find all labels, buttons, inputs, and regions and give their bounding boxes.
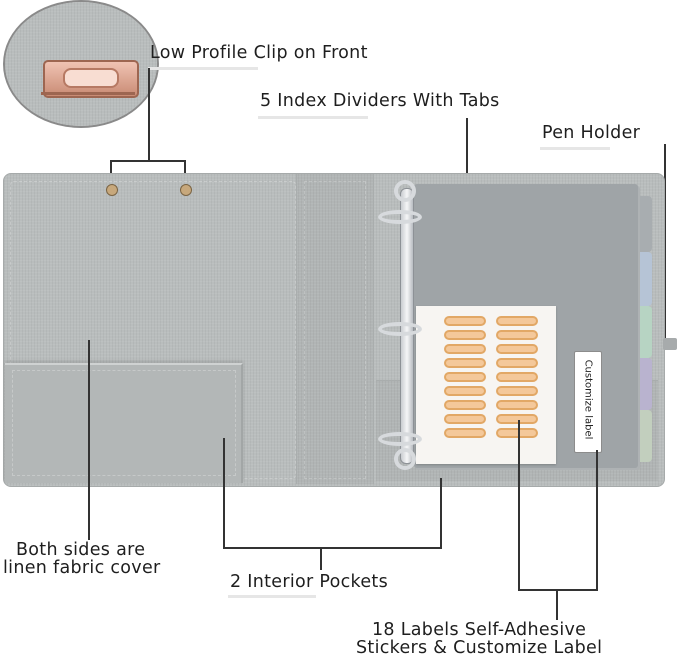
label-sticker-sheet (416, 306, 556, 464)
labels-bracket-bottom (518, 589, 598, 591)
divider-tab-sage (640, 410, 652, 462)
labels-bracket-left (518, 420, 520, 590)
clip-bracket (110, 160, 186, 162)
pockets-bracket-right (440, 478, 442, 548)
pockets-bracket-left (223, 438, 225, 548)
binder-spine (296, 174, 374, 484)
labels-callout-line1: 18 Labels Self-Adhesive (372, 620, 587, 640)
dividers-leader-line (466, 118, 468, 204)
divider-tab-purple (640, 358, 652, 410)
divider-tab-blue (640, 252, 652, 306)
pockets-bracket-bottom (223, 547, 442, 549)
customize-label-text: Customize label (582, 359, 594, 440)
divider-tab-green (640, 306, 652, 358)
clip-underline (148, 67, 258, 70)
rivet-icon (180, 184, 192, 196)
rivet-icon (106, 184, 118, 196)
labels-bracket-right (596, 450, 598, 590)
fabric-callout-line1: Both sides are (16, 540, 146, 560)
fabric-callout-line2: linen fabric cover (3, 558, 161, 578)
pen-leader-line (664, 144, 666, 340)
customize-label-card: Customize label (574, 351, 602, 453)
left-pocket (5, 363, 243, 483)
fabric-leader-line (88, 340, 90, 540)
pen-callout: Pen Holder (542, 123, 641, 143)
clip-leader-line (148, 68, 150, 160)
pockets-callout: 2 Interior Pockets (230, 572, 389, 592)
labels-callout-line2: Stickers & Customize Label (356, 638, 603, 658)
divider-tab-gray (640, 196, 652, 252)
clip-detail-inset (3, 0, 159, 128)
pen-holder (663, 338, 677, 350)
binder-rings (378, 180, 444, 470)
clip-icon (43, 60, 139, 98)
clip-callout: Low Profile Clip on Front (150, 43, 368, 63)
dividers-callout: 5 Index Dividers With Tabs (260, 91, 500, 111)
